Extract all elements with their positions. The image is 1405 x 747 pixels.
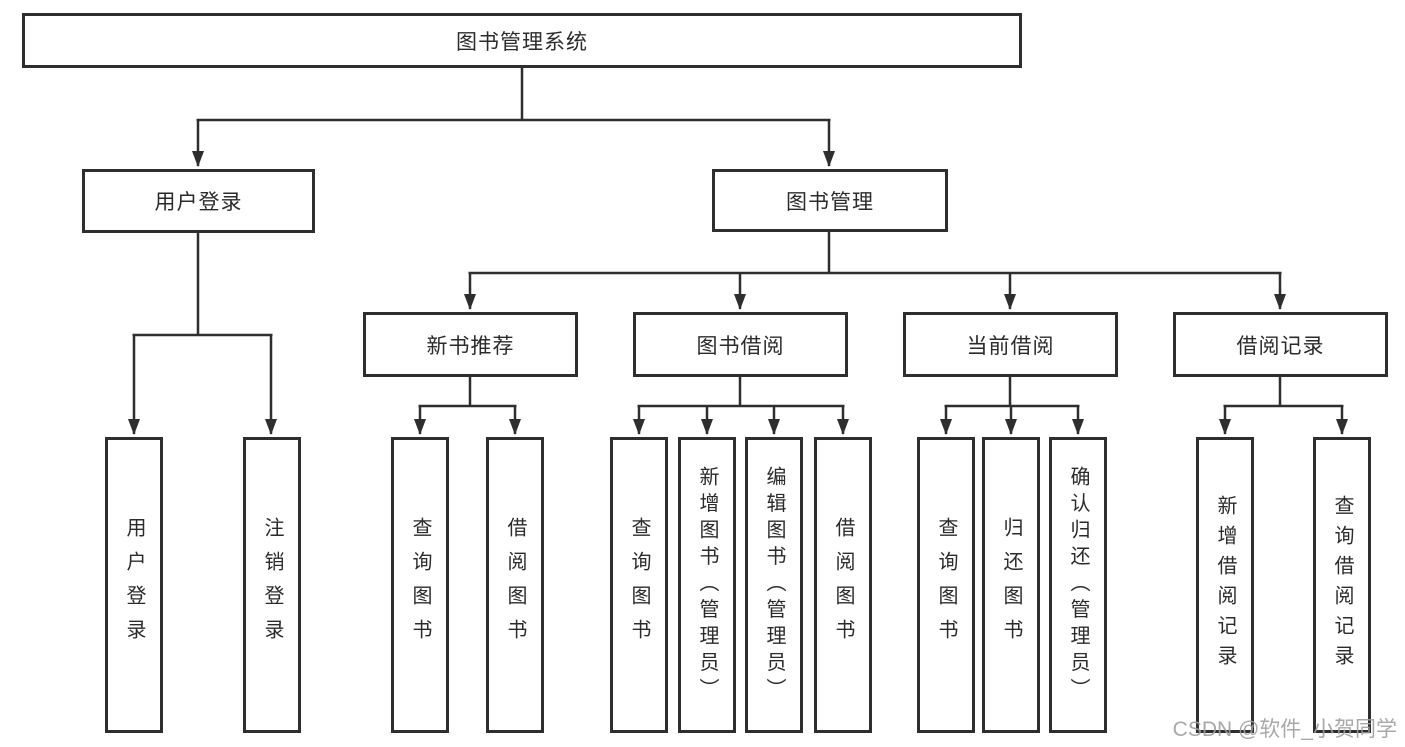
node-query-books-label: 查询图书: [628, 517, 650, 653]
node-borrow-records: 借阅记录: [1173, 312, 1388, 377]
node-add-books-admin: 新增图书（管理员）: [678, 437, 736, 733]
connector-book-borrow-split: [633, 377, 849, 435]
node-add-books-admin-label: 新增图书（管理员）: [696, 465, 718, 705]
node-borrow-books: 借阅图书: [814, 437, 872, 733]
node-current-borrowing-label: 当前借阅: [966, 334, 1055, 358]
node-query-books-label: 查询图书: [935, 517, 957, 653]
node-library-system: 图书管理系统: [22, 13, 1022, 68]
node-return-books-label: 归还图书: [1000, 517, 1022, 653]
node-edit-books-admin-label: 编辑图书（管理员）: [763, 465, 785, 705]
node-return-books: 归还图书: [982, 437, 1040, 733]
node-borrow-records-label: 借阅记录: [1236, 334, 1325, 358]
node-logout-label: 注销登录: [261, 517, 283, 653]
connector-root-split: [192, 68, 835, 167]
node-query-books: 查询图书: [917, 437, 975, 733]
node-borrow-books-label: 借阅图书: [832, 517, 854, 653]
node-book-borrowing: 图书借阅: [633, 312, 848, 377]
node-book-management-label: 图书管理: [786, 190, 874, 214]
node-new-book-recommend: 新书推荐: [363, 312, 578, 377]
node-new-book-recommend-label: 新书推荐: [426, 334, 515, 358]
node-confirm-return-admin-label: 确认归还（管理员）: [1067, 465, 1089, 705]
node-add-borrow-record-label: 新增借阅记录: [1214, 495, 1236, 675]
connector-book-mgmt-split: [464, 232, 1286, 310]
node-query-borrow-record-label: 查询借阅记录: [1331, 495, 1353, 675]
node-borrow-books-label: 借阅图书: [504, 517, 526, 653]
connector-new-book-split: [414, 377, 521, 435]
node-query-borrow-record: 查询借阅记录: [1313, 437, 1371, 733]
node-current-borrowing: 当前借阅: [903, 312, 1118, 377]
node-query-books: 查询图书: [610, 437, 668, 733]
connector-user-login-split: [128, 233, 277, 435]
node-query-books: 查询图书: [391, 437, 449, 733]
node-book-management: 图书管理: [712, 169, 948, 232]
node-user-login-leaf-label: 用户登录: [123, 517, 145, 653]
connector-current-borrow-split: [940, 377, 1084, 435]
node-book-borrowing-label: 图书借阅: [696, 334, 785, 358]
node-user-login-leaf: 用户登录: [105, 437, 163, 733]
node-query-books-label: 查询图书: [409, 517, 431, 653]
connector-borrow-records-split: [1219, 377, 1348, 435]
node-borrow-books: 借阅图书: [486, 437, 544, 733]
node-logout: 注销登录: [243, 437, 301, 733]
node-add-borrow-record: 新增借阅记录: [1196, 437, 1254, 733]
node-user-login: 用户登录: [82, 169, 315, 233]
node-library-system-label: 图书管理系统: [456, 30, 588, 54]
node-confirm-return-admin: 确认归还（管理员）: [1049, 437, 1107, 733]
node-edit-books-admin: 编辑图书（管理员）: [745, 437, 803, 733]
csdn-watermark: CSDN @软件_小贺同学: [1172, 718, 1397, 741]
node-user-login-label: 用户登录: [154, 191, 243, 214]
